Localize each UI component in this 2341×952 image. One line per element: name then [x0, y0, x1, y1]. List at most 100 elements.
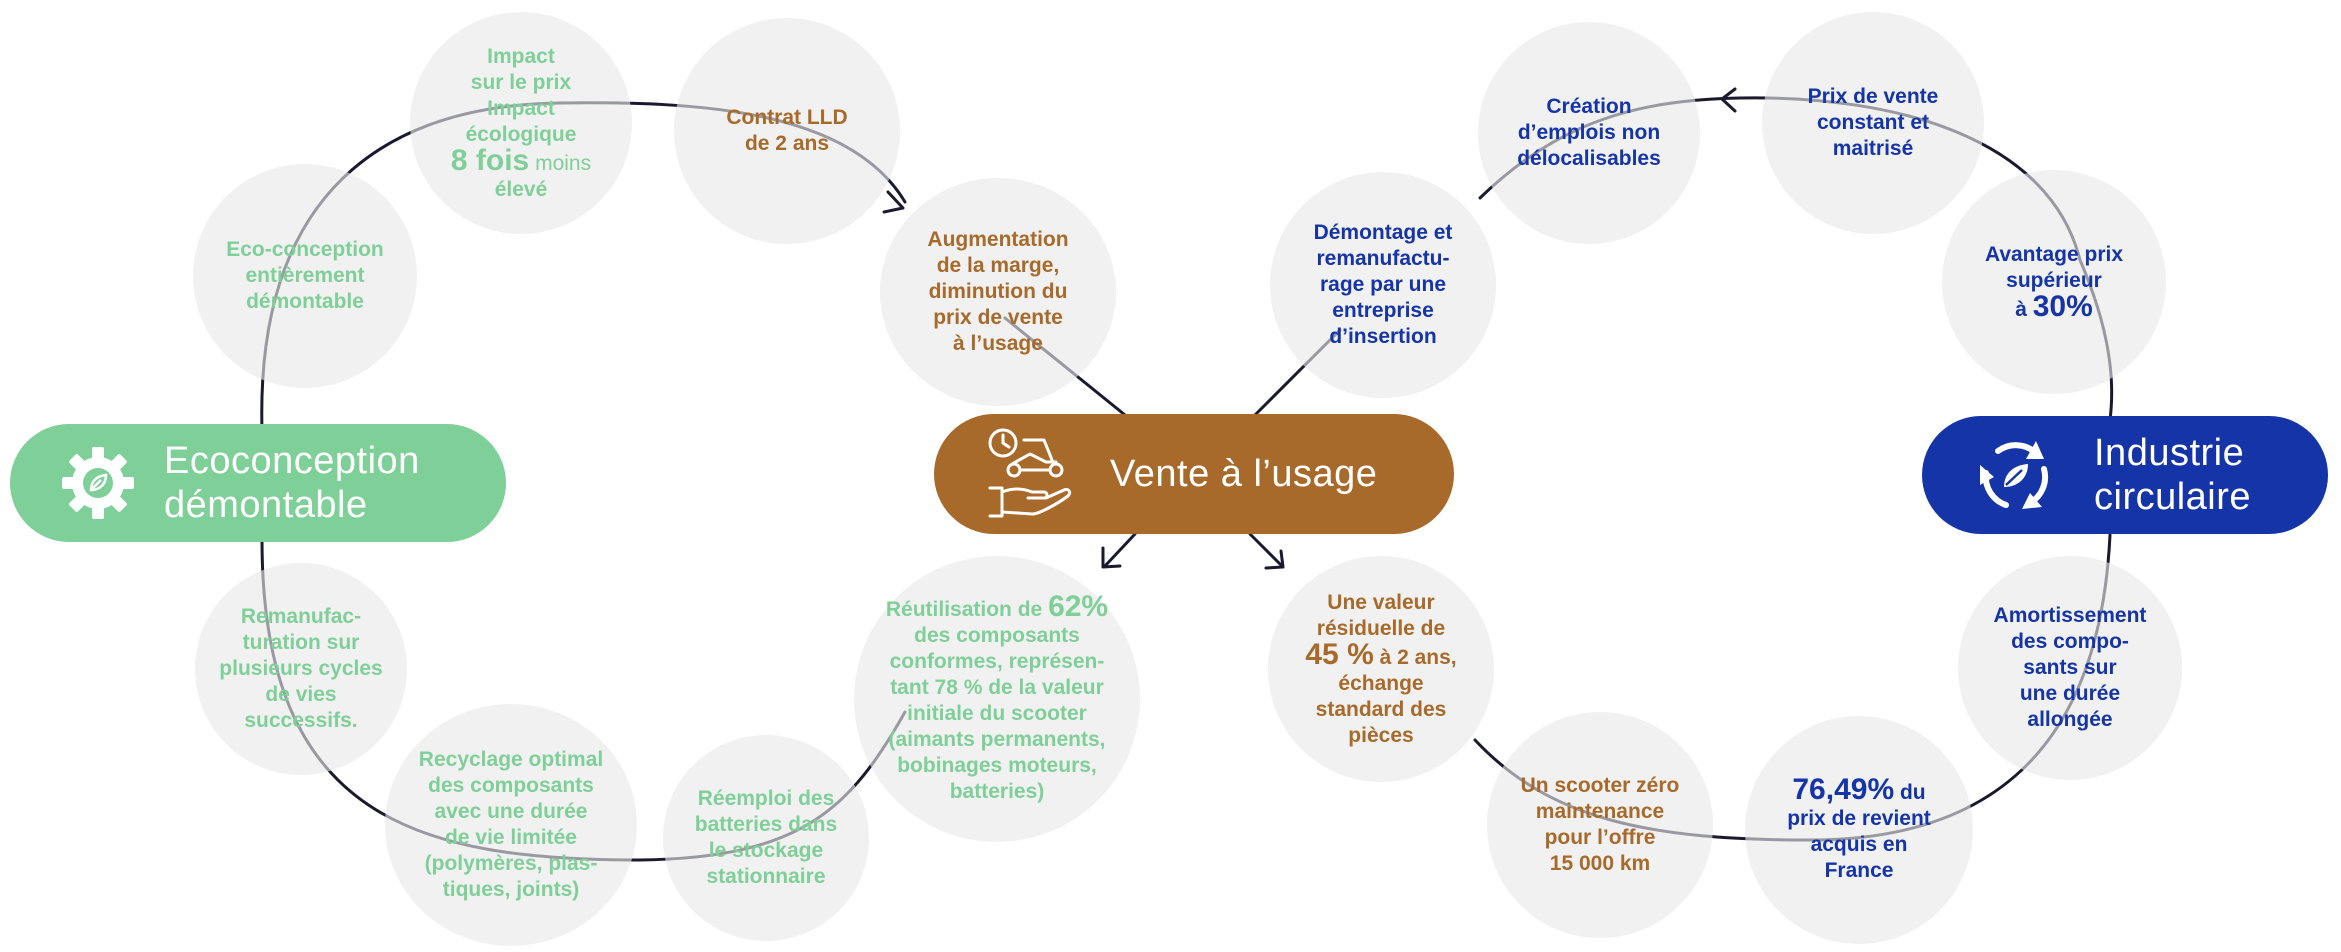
node-prix-revient-line: prix de revient	[1787, 806, 1931, 830]
node-valeur-line: standard des	[1315, 697, 1447, 721]
node-creation-line: délocalisables	[1517, 147, 1661, 170]
gear-leaf-icon	[62, 447, 134, 519]
node-prix-revient: 76,49% du prix de revient acquis en Fran…	[1745, 716, 1973, 944]
arrowhead-creation	[1720, 87, 1737, 113]
node-reutilisation-line: batteries)	[949, 779, 1045, 803]
hub-ecoconception: Ecoconception démontable	[10, 424, 506, 542]
node-remanufac-line: plusieurs cycles	[219, 657, 383, 680]
node-reutilisation-line: bobinages moteurs,	[897, 753, 1097, 777]
node-reemploi-line: le stockage	[708, 839, 824, 862]
node-recyclage-line: avec une durée	[434, 800, 588, 823]
node-creation-line: d’emplois non	[1517, 121, 1661, 144]
node-impact-line: Impact	[487, 44, 555, 68]
node-reemploi: Réemploi des batteries dans le stockage …	[663, 735, 869, 941]
node-impact-line: élevé	[494, 177, 548, 201]
node-reutilisation-line: tant 78 % de la valeur	[890, 675, 1104, 699]
node-recyclage-line: Recyclage optimal	[418, 748, 604, 771]
node-valeur-line: Une valeur	[1327, 590, 1435, 614]
node-avantage-line: à	[2015, 297, 2033, 321]
node-prix-vente-line: Prix de vente	[1807, 85, 1939, 108]
node-creation: Création d’emplois non délocalisables	[1478, 22, 1700, 244]
hub-ecoconception-title: démontable	[164, 484, 368, 526]
node-scooter: Un scooter zéro maintenance pour l’offre…	[1487, 712, 1713, 938]
node-reutilisation-line: Réutilisation de	[885, 597, 1049, 621]
node-augmentation-line: diminution du	[928, 280, 1068, 303]
node-remanufac-line: de vies	[265, 683, 337, 706]
node-reutilisation: Réutilisation de 62% des composants conf…	[854, 556, 1140, 842]
node-impact-line: sur le prix	[470, 70, 572, 94]
node-recyclage-line: de vie limitée	[445, 826, 577, 849]
node-augmentation-line: Augmentation	[927, 228, 1069, 251]
node-amortissement: Amortissement des compo- sants sur une d…	[1958, 556, 2182, 780]
node-scooter-line: 15 000 km	[1549, 852, 1651, 875]
node-amortissement-line: une durée	[2019, 682, 2121, 705]
arrowhead-reutilisation	[1101, 546, 1122, 569]
hub-vente-usage-title: Vente à l’usage	[1110, 453, 1378, 495]
node-eco-conception-line: démontable	[246, 290, 364, 313]
node-scooter-line: maintenance	[1535, 800, 1665, 823]
node-prix-vente: Prix de vente constant et maitrisé	[1762, 12, 1984, 234]
node-scooter-line: pour l’offre	[1544, 826, 1656, 849]
node-recyclage-line: des composants	[428, 774, 594, 797]
node-reutilisation-line: conformes, représen-	[889, 649, 1105, 673]
node-avantage-highlight: 30%	[2032, 289, 2093, 323]
node-demontage-line: Démontage et	[1313, 221, 1453, 244]
node-amortissement-line: sants sur	[2023, 656, 2117, 679]
hub-vente-usage: Vente à l’usage	[934, 414, 1454, 534]
center-to-valeur	[1248, 532, 1284, 568]
node-remanufac-line: Remanufac-	[240, 605, 362, 628]
node-valeur-line: pièces	[1348, 723, 1414, 747]
node-prix-revient-highlight: 76,49%	[1792, 772, 1895, 806]
node-valeur-line: résiduelle de	[1316, 616, 1446, 640]
node-impact-line: moins	[529, 151, 592, 175]
node-avantage-line: supérieur	[2006, 268, 2102, 292]
node-amortissement-line: allongée	[2027, 708, 2113, 731]
node-contrat-line: de 2 ans	[744, 132, 830, 155]
recycle-leaf-icon	[1980, 441, 2049, 509]
node-augmentation-line: prix de vente	[933, 306, 1063, 329]
node-remanufac: Remanufac- turation sur plusieurs cycles…	[195, 563, 407, 775]
center-to-reutilisation	[1103, 532, 1137, 568]
node-valeur-highlight: 45 %	[1305, 637, 1374, 671]
node-demontage-line: d’insertion	[1329, 325, 1437, 348]
node-reemploi-line: batteries dans	[694, 813, 838, 836]
node-augmentation: Augmentation de la marge, diminution du …	[880, 178, 1116, 406]
node-valeur-line: échange	[1338, 671, 1424, 695]
node-contrat-line: Contrat LLD	[726, 106, 848, 129]
node-augmentation-line: à l’usage	[953, 332, 1043, 355]
node-demontage-line: entreprise	[1332, 299, 1434, 322]
node-reemploi-line: Réemploi des	[697, 787, 835, 810]
node-recyclage-line: tiques, joints)	[442, 878, 580, 901]
node-contrat: Contrat LLD de 2 ans	[674, 18, 900, 244]
node-eco-conception: Eco-conception entièrement démontable	[193, 164, 417, 388]
node-eco-conception-line: Eco-conception	[226, 238, 384, 261]
node-impact: Impact sur le prix Impact écologique 8 f…	[410, 12, 632, 234]
node-reutilisation-line: (aimants permanents,	[888, 727, 1106, 751]
arrowhead-valeur	[1264, 549, 1285, 570]
node-creation-line: Création	[1546, 95, 1632, 118]
hub-industrie-title: Industrie	[2094, 432, 2245, 474]
node-reemploi-line: stationnaire	[706, 865, 826, 888]
arrowhead-contrat	[882, 190, 905, 214]
node-recyclage-line: (polymères, plas-	[424, 852, 598, 875]
node-amortissement-line: des compo-	[2011, 630, 2129, 653]
node-impact-line: écologique	[465, 122, 577, 146]
hub-industrie-circulaire: Industrie circulaire	[1922, 416, 2328, 534]
node-valeur: Une valeur résiduelle de 45 % à 2 ans, é…	[1268, 556, 1494, 782]
node-prix-revient-line: acquis en	[1810, 832, 1908, 856]
node-prix-revient-line: du	[1894, 780, 1926, 804]
node-impact-highlight: 8 fois	[450, 143, 530, 177]
node-scooter-line: Un scooter zéro	[1520, 774, 1680, 797]
node-demontage-line: rage par une	[1319, 273, 1447, 296]
node-demontage-line: remanufactu-	[1316, 247, 1450, 270]
node-avantage-line: Avantage prix	[1984, 242, 2124, 266]
node-impact-line: Impact	[487, 96, 555, 120]
node-recyclage: Recyclage optimal des composants avec un…	[385, 704, 637, 946]
node-prix-revient-line: France	[1824, 858, 1894, 882]
scooter-hand-icon	[988, 428, 1072, 518]
node-amortissement-line: Amortissement	[1993, 604, 2147, 627]
node-remanufac-line: successifs.	[244, 709, 358, 732]
node-reutilisation-line: des composants	[914, 623, 1080, 647]
node-augmentation-line: de la marge,	[936, 254, 1060, 277]
